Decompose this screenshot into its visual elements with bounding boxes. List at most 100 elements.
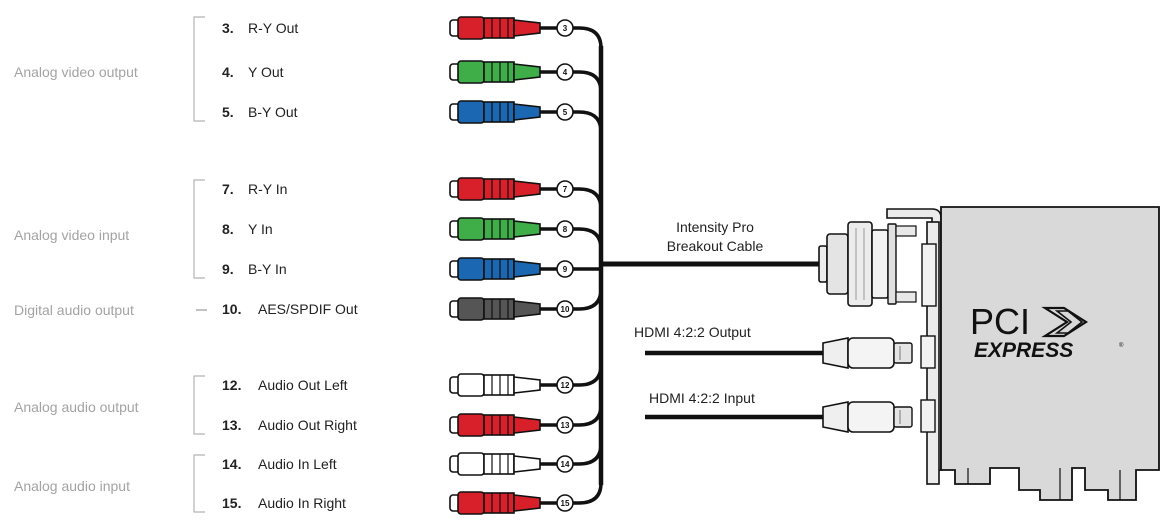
connector-number: 12. <box>222 377 241 393</box>
rca-plug-white <box>449 373 557 397</box>
connector-badge-number: 9 <box>563 265 568 274</box>
rca-plug-red <box>449 177 557 201</box>
group-bracket <box>193 179 205 279</box>
connector-badge-number: 7 <box>563 185 568 194</box>
group-bracket <box>193 454 205 513</box>
connector-badge-number: 3 <box>563 24 568 33</box>
connector-number: 7. <box>222 181 234 197</box>
harness-branch <box>573 482 603 505</box>
pci-chevron-icon <box>1041 306 1089 338</box>
group-label: Analog audio input <box>14 478 130 494</box>
hdmi-output-port <box>920 335 936 369</box>
connector-badge-number: 4 <box>563 68 568 77</box>
group-label: Analog video output <box>14 64 138 80</box>
connector-row: 10. AES/SPDIF Out 10 <box>222 297 574 321</box>
breakout-cable-label-line2: Breakout Cable <box>667 238 764 254</box>
harness-branch <box>573 110 603 133</box>
connector-badge: 12 <box>556 376 574 394</box>
hdmi-output-plug <box>822 337 913 369</box>
group-bracket <box>193 375 205 435</box>
connector-badge-number: 13 <box>561 421 570 430</box>
rca-plug-red <box>449 16 557 40</box>
db-connector <box>818 221 917 307</box>
connector-name: R-Y Out <box>248 20 298 36</box>
connector-number: 4. <box>222 64 234 80</box>
connector-name: B-Y Out <box>248 104 298 120</box>
connector-name: Audio In Left <box>258 456 337 472</box>
connector-badge: 9 <box>556 260 574 278</box>
connector-number: 3. <box>222 20 234 36</box>
rca-plug-green <box>449 60 557 84</box>
connector-badge: 13 <box>556 416 574 434</box>
harness-branch <box>573 443 603 466</box>
connector-row: 14. Audio In Left 14 <box>222 452 574 476</box>
harness-branch <box>573 364 603 387</box>
connector-row: 5. B-Y Out 5 <box>222 100 574 124</box>
connector-name: B-Y In <box>248 261 287 277</box>
connector-badge: 15 <box>556 494 574 512</box>
pci-logo-text: PCI <box>970 301 1030 342</box>
group-bracket <box>193 16 205 122</box>
connector-name: Audio Out Left <box>258 377 348 393</box>
rca-plug-red <box>449 413 557 437</box>
group-label: Analog video input <box>14 227 129 243</box>
rca-plug-blue <box>449 257 557 281</box>
connector-badge: 3 <box>556 19 574 37</box>
cable-harness <box>573 26 604 505</box>
connector-number: 10. <box>222 301 241 317</box>
connector-badge-number: 10 <box>561 305 570 314</box>
hdmi-input-plug <box>822 401 913 433</box>
connector-name: Y Out <box>248 64 284 80</box>
connector-badge-number: 12 <box>561 381 570 390</box>
connector-badge: 7 <box>556 180 574 198</box>
connector-badge: 5 <box>556 103 574 121</box>
harness-branch <box>573 404 603 427</box>
connector-badge-number: 14 <box>561 460 570 469</box>
connector-badge: 8 <box>556 220 574 238</box>
connector-number: 15. <box>222 495 241 511</box>
harness-branch <box>573 70 603 93</box>
rca-plug-green <box>449 217 557 241</box>
connector-row: 15. Audio In Right 15 <box>222 491 574 515</box>
connector-number: 14. <box>222 456 241 472</box>
rca-plug-blue <box>449 100 557 124</box>
connector-number: 5. <box>222 104 234 120</box>
hdmi-output-label: HDMI 4:2:2 Output <box>634 324 751 340</box>
rca-plug-white <box>449 452 557 476</box>
connector-name: Audio In Right <box>258 495 346 511</box>
connector-rows: 3. R-Y Out 3 4. Y Out 4 5. B-Y Out 5 7. R-Y In 7 8. Y… <box>222 16 574 515</box>
connector-name: Audio Out Right <box>258 417 357 433</box>
connector-badge: 14 <box>556 455 574 473</box>
card-board <box>940 206 1160 501</box>
express-logo-text: EXPRESS <box>974 339 1073 362</box>
connector-badge-number: 15 <box>561 499 570 508</box>
hdmi-cables: HDMI 4:2:2 Output HDMI 4:2:2 Input <box>634 324 913 433</box>
harness-branch <box>573 187 603 210</box>
harness-branch <box>573 227 603 250</box>
rca-plug-red <box>449 491 557 515</box>
connector-name: AES/SPDIF Out <box>258 301 358 317</box>
connector-badge: 4 <box>556 63 574 81</box>
connector-row: 8. Y In 8 <box>222 217 574 241</box>
harness-branch <box>573 288 603 311</box>
connector-number: 8. <box>222 221 234 237</box>
connector-name: Y In <box>248 221 273 237</box>
registered-mark: ® <box>1119 342 1124 349</box>
harness-branch <box>573 26 603 49</box>
connector-badge-number: 5 <box>563 108 568 117</box>
pci-express-card: PCI EXPRESS ® <box>886 206 1160 501</box>
hdmi-input-label: HDMI 4:2:2 Input <box>649 390 755 406</box>
connector-badge-number: 8 <box>563 225 568 234</box>
group-label: Digital audio output <box>14 302 134 318</box>
breakout-cable-label-line1: Intensity Pro <box>676 219 754 235</box>
rca-plug-gray <box>449 297 557 321</box>
breakout-port <box>921 243 937 307</box>
connector-row: 4. Y Out 4 <box>222 60 574 84</box>
connector-name: R-Y In <box>248 181 287 197</box>
connector-number: 13. <box>222 417 241 433</box>
connector-row: 3. R-Y Out 3 <box>222 16 574 40</box>
connector-row: 13. Audio Out Right 13 <box>222 413 574 437</box>
